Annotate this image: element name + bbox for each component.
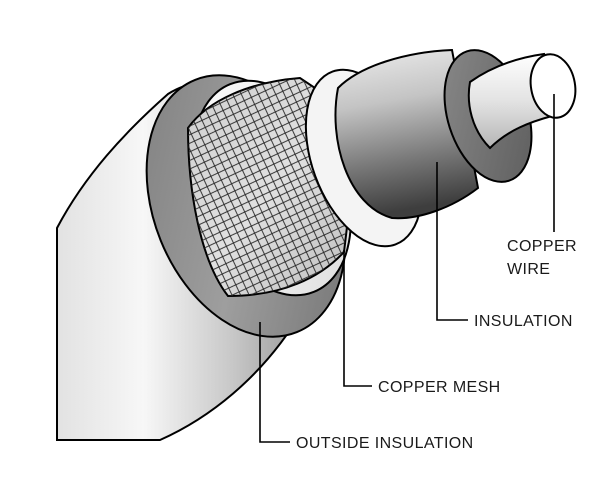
copper-wire-end — [529, 53, 577, 119]
outside-insulation-leader — [259, 322, 290, 443]
insulation-label: INSULATION — [474, 313, 573, 330]
copper-wire-label-line1: COPPER — [507, 238, 577, 255]
copper-wire-label-line2: WIRE — [507, 261, 550, 278]
insulation-leader — [436, 162, 468, 321]
copper-mesh-label: COPPER MESH — [378, 379, 501, 396]
insulation-body — [334, 48, 480, 220]
copper-mesh-leader — [343, 250, 372, 387]
outside-insulation-label: OUTSIDE INSULATION — [296, 435, 474, 452]
